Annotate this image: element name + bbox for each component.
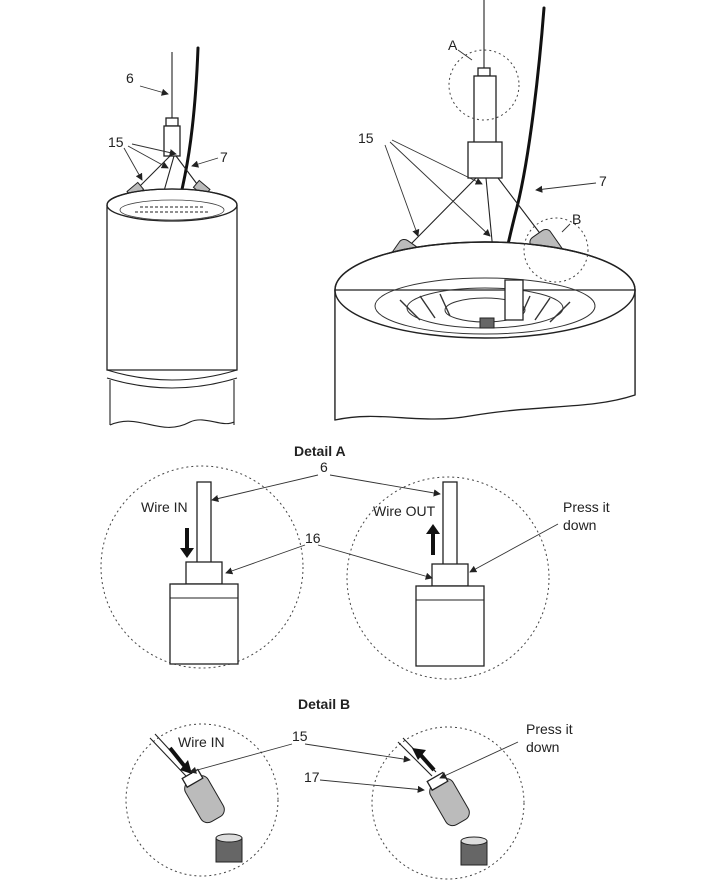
label-cable-7-left: 7 <box>220 149 228 165</box>
label-detail-a-wire-6: 6 <box>320 459 328 475</box>
label-cable-7-right: 7 <box>599 173 607 189</box>
detail-b-left: Wire IN <box>125 723 279 877</box>
pendant-lamp-large <box>334 0 636 421</box>
label-wire-in-a: Wire IN <box>141 499 188 515</box>
label-wire-out-a: Wire OUT <box>373 503 436 519</box>
label-clips-15-right: 15 <box>358 130 374 146</box>
label-wire-6-left: 6 <box>126 70 134 86</box>
detail-b-right: Press it down <box>371 721 573 880</box>
detail-a-title: Detail A <box>294 443 346 459</box>
label-press-it-b-1: Press it <box>526 721 573 737</box>
detail-b-title: Detail B <box>298 696 350 712</box>
label-detail-b-tag: B <box>572 211 581 227</box>
detail-a-right: Wire OUT Press it down <box>346 476 610 680</box>
label-clips-15-left: 15 <box>108 134 124 150</box>
label-press-it-a-2: down <box>563 517 596 533</box>
label-clips-15-b: 15 <box>292 728 308 744</box>
label-press-it-a-1: Press it <box>563 499 610 515</box>
label-wire-in-b: Wire IN <box>178 734 225 750</box>
label-gripper-17: 17 <box>304 769 320 785</box>
label-detail-a-tag: A <box>448 37 458 53</box>
label-gripper-16: 16 <box>305 530 321 546</box>
pendant-lamp-small <box>106 46 238 428</box>
label-press-it-b-2: down <box>526 739 559 755</box>
detail-a-left: Wire IN <box>100 465 304 669</box>
